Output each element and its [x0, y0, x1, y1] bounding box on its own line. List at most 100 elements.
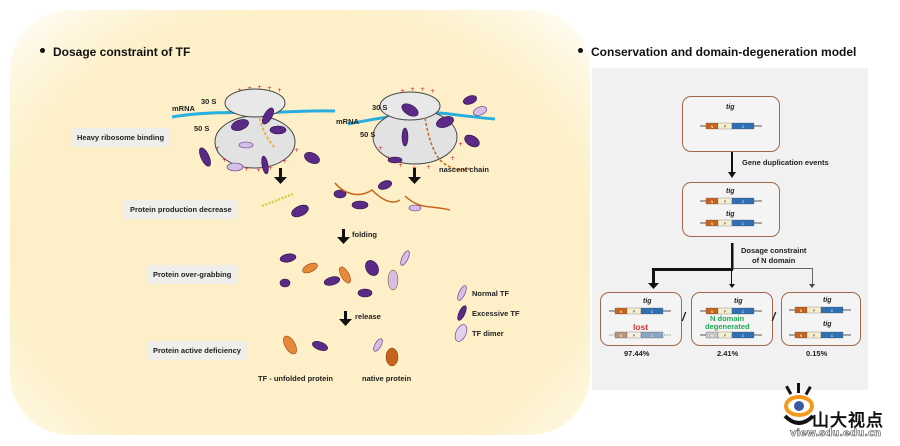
nascent-path-1 — [259, 117, 276, 149]
gene-name-4: tig — [643, 298, 652, 305]
n-domain-label: N — [711, 200, 714, 204]
c-domain-label: C — [742, 222, 745, 226]
release-label: release — [355, 312, 381, 321]
excessive-tf-icon — [457, 305, 467, 321]
gene-name-1: tig — [726, 104, 735, 111]
nascent-chain-free-2 — [404, 195, 451, 211]
nascent-chain-label: nascent chain — [439, 165, 490, 174]
svg-text:+: + — [277, 87, 282, 94]
p-domain-label: P — [633, 334, 636, 338]
tf-orange-complex — [387, 269, 399, 291]
normal-tf-molecules — [226, 106, 488, 352]
nascent-chain — [424, 117, 471, 171]
30s-label-1: 30 S — [201, 97, 217, 106]
watermark-text: 山大视点 — [812, 411, 884, 431]
svg-text:+: + — [410, 86, 415, 93]
n-domain-label: N — [620, 334, 623, 338]
n-domain-label: N — [711, 222, 714, 226]
left-panel-title: Dosage constraint of TF — [40, 45, 190, 59]
step-protein-active-deficiency: Protein active deficiency — [147, 341, 247, 360]
n-domain-label: N — [711, 334, 714, 338]
svg-text:+: + — [430, 88, 435, 95]
percent-conserved: 0.15% — [806, 349, 828, 358]
svg-text:+: + — [398, 162, 403, 169]
n-domain-label: N — [711, 125, 714, 129]
normal-tf-icon — [457, 285, 467, 301]
c-domain-label: C — [742, 200, 745, 204]
p-domain-label: P — [724, 222, 727, 226]
gene-name-7: tig — [823, 321, 832, 328]
n-domain-label: N — [620, 310, 623, 314]
n-domain-label: N — [711, 310, 714, 314]
p-domain-label: P — [724, 310, 727, 314]
30s-label-2: 30 S — [372, 103, 388, 112]
p-domain-label: P — [633, 310, 636, 314]
gene-name-6: tig — [823, 297, 832, 304]
p-domain-label: P — [724, 125, 727, 129]
50s-label-2: 50 S — [360, 130, 376, 139]
svg-text:+: + — [294, 147, 299, 154]
c-domain-label: C — [831, 309, 834, 313]
step-protein-over-grabbing: Protein over-grabbing — [147, 265, 238, 284]
step-gene-duplication: Gene duplication events — [742, 158, 829, 167]
watermark-url: view.sdu.edu.cn — [790, 428, 882, 440]
gene-name-5: tig — [734, 298, 743, 305]
c-domain — [640, 331, 664, 339]
svg-text:+: + — [244, 166, 249, 173]
degenerated-annotation-line1: N domain — [710, 314, 745, 323]
model-arrows — [648, 152, 815, 289]
svg-text:+: + — [450, 155, 455, 162]
p-domain-label: P — [813, 334, 816, 338]
c-domain-label: C — [831, 334, 834, 338]
process-arrows — [274, 168, 421, 326]
native-protein-label: native protein — [362, 374, 412, 383]
native-protein-shape — [385, 347, 399, 367]
nascent-chain-free — [334, 182, 401, 203]
legend-normal-tf: Normal TF — [472, 289, 510, 298]
p-domain-label: P — [724, 200, 727, 204]
lost-annotation: lost — [633, 322, 649, 332]
p-domain-label: P — [813, 309, 816, 313]
svg-text:+: + — [420, 86, 425, 93]
mrna-label-1: mRNA — [172, 104, 195, 113]
svg-text:+: + — [426, 164, 431, 171]
percent-lost: 97.44% — [624, 349, 650, 358]
c-domain-label: C — [742, 334, 745, 338]
step-dosage-constraint-line2: of N domain — [752, 256, 796, 265]
legend-tf-dimer: TF dimer — [472, 329, 504, 338]
separator-2: / — [772, 310, 776, 324]
c-domain — [820, 306, 844, 314]
svg-text:+: + — [222, 157, 227, 164]
svg-text:+: + — [458, 141, 463, 148]
separator-1: / — [682, 310, 686, 324]
bullet-icon — [578, 48, 583, 54]
gene-name-3: tig — [726, 211, 735, 218]
svg-text:+: + — [378, 145, 383, 152]
n-domain-label: N — [800, 309, 803, 313]
right-panel-title: Conservation and domain-degeneration mod… — [578, 45, 856, 59]
svg-text:+: + — [215, 145, 220, 152]
p-domain-label: P — [724, 334, 727, 338]
svg-text:+: + — [267, 85, 272, 92]
tf-molecules — [199, 95, 480, 351]
step-protein-production-decrease: Protein production decrease — [124, 200, 238, 219]
c-domain-label: C — [742, 310, 745, 314]
right-title-text: Conservation and domain-degeneration mod… — [591, 45, 857, 59]
eye-logo-icon — [783, 383, 815, 425]
tf-dimer-icon — [454, 324, 468, 342]
step-dosage-constraint-line1: Dosage constraint — [741, 246, 807, 255]
50s-label-1: 50 S — [194, 124, 210, 133]
svg-text:+: + — [247, 85, 252, 92]
gene-box-duplicated — [682, 182, 780, 237]
mrna-label-2: mRNA — [336, 117, 359, 126]
